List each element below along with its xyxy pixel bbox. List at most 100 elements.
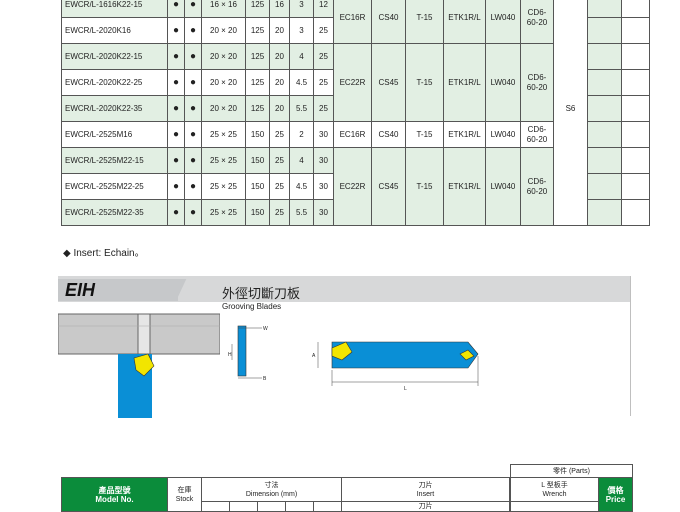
screw-cell: CS45 xyxy=(371,147,406,226)
stock-l-dot: ● xyxy=(184,95,202,122)
washer-cell: LW040 xyxy=(485,147,521,226)
section-code: EIH xyxy=(65,280,96,300)
l-cell: 125 xyxy=(245,17,270,44)
stock-l-dot: ● xyxy=(184,173,202,200)
label-h: H xyxy=(228,352,232,358)
insert-cn: 刀片 xyxy=(418,481,433,489)
empty-cell xyxy=(587,95,622,122)
b-cell: 30 xyxy=(313,147,334,174)
blade-side-view: W H B xyxy=(228,325,268,382)
wrench-cn: L 型板手 xyxy=(541,481,568,489)
dimension-cn: 寸法 xyxy=(264,481,279,489)
b-cell: 25 xyxy=(313,17,334,44)
h-cell: 25 xyxy=(269,173,290,200)
stock-l-dot: ● xyxy=(184,199,202,226)
dimension-header: 寸法 Dimension (mm) xyxy=(201,477,342,502)
insert-cell: EC22R xyxy=(333,147,372,226)
key-cell: T-15 xyxy=(405,147,444,226)
b-cell: 12 xyxy=(313,0,334,18)
size-cell: 16 × 16 xyxy=(201,0,246,18)
h-cell: 20 xyxy=(269,95,290,122)
size-cell: 25 × 25 xyxy=(201,199,246,226)
h-cell: 20 xyxy=(269,43,290,70)
table-row: EWCR/L-2020K22-15 ● ● 20 × 20 125 20 4 2… xyxy=(61,43,650,122)
l-cell: 125 xyxy=(245,43,270,70)
stock-r-dot: ● xyxy=(167,43,185,70)
model-no-header: 產品型號 Model No. xyxy=(61,477,168,512)
insert-en: Insert xyxy=(416,490,435,498)
stock-l-dot: ● xyxy=(184,0,202,18)
right-divider xyxy=(630,276,631,416)
clamp-cell: ETK1R/L xyxy=(443,147,486,226)
grooving-blade-table-header: 零件 (Parts) 產品型號 Model No. 在庫 Stock 寸法 Di… xyxy=(61,464,633,512)
size-cell: 20 × 20 xyxy=(201,17,246,44)
insert-header: 刀片 Insert xyxy=(341,477,510,502)
l-cell: 125 xyxy=(245,95,270,122)
b-cell: 30 xyxy=(313,199,334,226)
stock-l-dot: ● xyxy=(184,69,202,96)
empty-cell xyxy=(621,17,650,44)
spec-table: EWCR/L-1616K22-15 ● ● 16 × 16 125 16 3 1… xyxy=(61,0,650,226)
size-cell: 20 × 20 xyxy=(201,43,246,70)
w-cell: 2 xyxy=(289,121,314,148)
empty-cell xyxy=(621,0,650,18)
empty-cell xyxy=(587,0,622,18)
b-cell: 30 xyxy=(313,173,334,200)
pin-cell: CD6-60-20 xyxy=(520,0,554,44)
empty-cell xyxy=(621,95,650,122)
size-cell: 20 × 20 xyxy=(201,95,246,122)
h-cell: 25 xyxy=(269,121,290,148)
empty-cell xyxy=(621,43,650,70)
clamp-cell: ETK1R/L xyxy=(443,121,486,148)
screw-cell: CS40 xyxy=(371,0,406,44)
blade-main-view: A L xyxy=(312,341,479,392)
b-cell: 25 xyxy=(313,95,334,122)
l-cell: 125 xyxy=(245,69,270,96)
stock-l-dot: ● xyxy=(184,147,202,174)
clamp-cell: ETK1R/L xyxy=(443,43,486,122)
stock-r-dot: ● xyxy=(167,0,185,18)
h-cell: 25 xyxy=(269,199,290,226)
stock-en: Stock xyxy=(175,495,194,503)
model-cell: EWCR/L-2525M22-25 xyxy=(61,173,168,200)
w-cell: 4.5 xyxy=(289,173,314,200)
empty-cell xyxy=(587,43,622,70)
washer-cell: LW040 xyxy=(485,43,521,122)
model-no-en: Model No. xyxy=(95,494,134,504)
l-cell: 150 xyxy=(245,199,270,226)
empty-cell xyxy=(621,199,650,226)
washer-cell: LW040 xyxy=(485,121,521,148)
h-cell: 16 xyxy=(269,0,290,18)
stock-r-dot: ● xyxy=(167,121,185,148)
label-w: W xyxy=(263,326,268,332)
b-cell: 25 xyxy=(313,43,334,70)
insert-cell: EC22R xyxy=(333,43,372,122)
stock-r-dot: ● xyxy=(167,199,185,226)
empty-cell xyxy=(587,147,622,174)
label-b: B xyxy=(263,376,267,382)
price-header: 價格 Price xyxy=(598,477,633,512)
h-cell: 25 xyxy=(269,147,290,174)
h-cell: 20 xyxy=(269,17,290,44)
l-cell: 125 xyxy=(245,0,270,18)
table-row: EWCR/L-2525M22-15 ● ● 25 × 25 150 25 4 3… xyxy=(61,147,650,226)
wrench-en: Wrench xyxy=(542,490,567,498)
model-cell: EWCR/L-1616K22-15 xyxy=(61,0,168,18)
pin-cell: CD6-60-20 xyxy=(520,43,554,122)
stock-r-dot: ● xyxy=(167,69,185,96)
stock-r-dot: ● xyxy=(167,147,185,174)
clamp-cell: ETK1R/L xyxy=(443,0,486,44)
empty-cell xyxy=(587,121,622,148)
stock-l-dot: ● xyxy=(184,43,202,70)
price-cn: 價格 xyxy=(607,485,624,495)
key-cell: T-15 xyxy=(405,43,444,122)
section-header-band xyxy=(58,279,178,301)
model-cell: EWCR/L-2525M22-35 xyxy=(61,199,168,226)
h-cell: 20 xyxy=(269,69,290,96)
table-row: EWCR/L-2525M16 ● ● 25 × 25 150 25 2 30 E… xyxy=(61,121,650,148)
w-cell: 4 xyxy=(289,43,314,70)
stock-r-dot: ● xyxy=(167,17,185,44)
insert-cell: EC16R xyxy=(333,121,372,148)
label-a: A xyxy=(312,353,316,359)
empty-cell xyxy=(621,173,650,200)
